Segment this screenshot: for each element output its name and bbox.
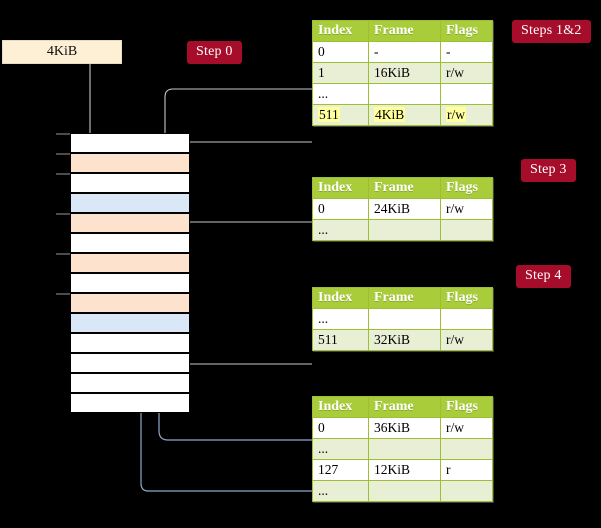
cell-flags bbox=[440, 308, 493, 330]
table-row: ... bbox=[312, 219, 493, 241]
column-header-index: Index bbox=[312, 177, 369, 199]
highlighted-value: 511 bbox=[318, 107, 340, 122]
badge-step0: Step 0 bbox=[187, 41, 242, 64]
cell-flags: r/w bbox=[440, 104, 493, 126]
table-row: ... bbox=[312, 83, 493, 105]
memory-frame-row bbox=[70, 173, 190, 193]
column-header-flags: Flags bbox=[440, 20, 493, 42]
virtual-address-box: 4KiB bbox=[2, 40, 122, 64]
memory-tick-marks bbox=[56, 133, 70, 295]
cell-index: ... bbox=[312, 308, 369, 330]
column-header-index: Index bbox=[312, 20, 369, 42]
column-header-flags: Flags bbox=[440, 287, 493, 309]
cell-flags: r/w bbox=[440, 62, 493, 84]
cell-frame: 16KiB bbox=[368, 62, 441, 84]
cell-flags: r bbox=[440, 459, 493, 481]
table-row: ... bbox=[312, 480, 493, 502]
column-header-frame: Frame bbox=[368, 177, 441, 199]
memory-frame-row bbox=[70, 353, 190, 373]
memory-frame-row bbox=[70, 133, 190, 153]
cell-index: ... bbox=[312, 480, 369, 502]
memory-frame-row bbox=[70, 193, 190, 213]
cell-index: 511 bbox=[312, 329, 369, 351]
column-header-index: Index bbox=[312, 287, 369, 309]
memory-frame-row bbox=[70, 213, 190, 233]
cell-frame: 32KiB bbox=[368, 329, 441, 351]
table-row: 0-- bbox=[312, 41, 493, 63]
cell-frame bbox=[368, 219, 441, 241]
memory-frame-row bbox=[70, 393, 190, 413]
memory-frame-row bbox=[70, 153, 190, 173]
physical-memory-column bbox=[70, 133, 190, 413]
column-header-flags: Flags bbox=[440, 396, 493, 418]
cell-index: 0 bbox=[312, 417, 369, 439]
cell-index: ... bbox=[312, 83, 369, 105]
column-header-frame: Frame bbox=[368, 20, 441, 42]
cell-flags: r/w bbox=[440, 198, 493, 220]
cell-index: 127 bbox=[312, 459, 369, 481]
column-header-flags: Flags bbox=[440, 177, 493, 199]
table-row: 511 4KiB r/w bbox=[312, 104, 493, 126]
wire-511-to-memory bbox=[171, 141, 312, 251]
cell-index: 1 bbox=[312, 62, 369, 84]
cell-frame: 24KiB bbox=[368, 198, 441, 220]
wire-step4-level2 bbox=[174, 314, 312, 365]
cell-flags bbox=[440, 219, 493, 241]
cell-frame bbox=[368, 83, 441, 105]
cell-frame: 12KiB bbox=[368, 459, 441, 481]
cell-flags: r/w bbox=[440, 329, 493, 351]
memory-frame-row bbox=[70, 293, 190, 313]
memory-frame-row bbox=[70, 333, 190, 353]
cell-index: ... bbox=[312, 219, 369, 241]
table-row: ... bbox=[312, 438, 493, 460]
cell-flags bbox=[440, 83, 493, 105]
cell-frame bbox=[368, 480, 441, 502]
virtual-address-label: 4KiB bbox=[46, 44, 78, 59]
cell-frame: - bbox=[368, 41, 441, 63]
cell-flags bbox=[440, 438, 493, 460]
badge-step4: Step 4 bbox=[516, 265, 571, 288]
cell-index: 511 bbox=[312, 104, 369, 126]
column-header-frame: Frame bbox=[368, 396, 441, 418]
column-header-index: Index bbox=[312, 396, 369, 418]
cell-flags bbox=[440, 480, 493, 502]
memory-frame-row bbox=[70, 253, 190, 273]
memory-frame-row bbox=[70, 313, 190, 333]
wire-step3-level3 bbox=[174, 221, 312, 292]
cell-index: ... bbox=[312, 438, 369, 460]
highlighted-value: 4KiB bbox=[374, 107, 406, 122]
cell-frame: 36KiB bbox=[368, 417, 441, 439]
memory-frame-row bbox=[70, 373, 190, 393]
cell-frame bbox=[368, 438, 441, 460]
cell-index: 0 bbox=[312, 41, 369, 63]
cell-frame bbox=[368, 308, 441, 330]
memory-frame-row bbox=[70, 233, 190, 253]
column-header-frame: Frame bbox=[368, 287, 441, 309]
highlighted-value: r/w bbox=[446, 107, 466, 122]
table-row: ... bbox=[312, 308, 493, 330]
badge-step3: Step 3 bbox=[521, 159, 576, 182]
cell-flags: r/w bbox=[440, 417, 493, 439]
cell-frame: 4KiB bbox=[368, 104, 441, 126]
badge-steps12: Steps 1&2 bbox=[512, 20, 591, 43]
cell-index: 0 bbox=[312, 198, 369, 220]
memory-frame-row bbox=[70, 273, 190, 293]
cell-flags: - bbox=[440, 41, 493, 63]
